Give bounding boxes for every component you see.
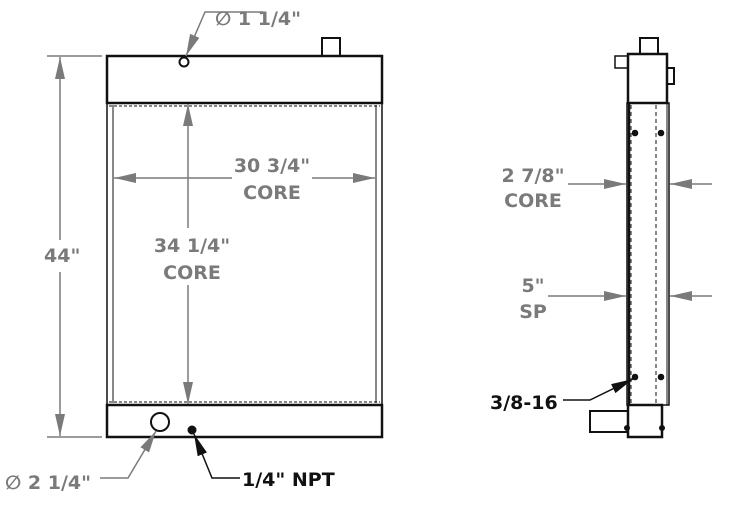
drain-label: 1/4" NPT: [242, 469, 335, 491]
front-radiator: [105, 37, 384, 439]
side-top-pipe: [614, 55, 629, 69]
side-bottom-tank: [626, 403, 664, 439]
side-filler-neck: [639, 37, 659, 55]
drain-plug: [187, 425, 197, 435]
core-depth-sub: CORE: [504, 190, 562, 212]
side-radiator: [589, 37, 675, 439]
core-depth-label: 2 7/8": [501, 165, 564, 187]
sp-label: 5": [521, 275, 544, 297]
core-width-sub: CORE: [243, 182, 301, 204]
side-bottom-pipe: [589, 410, 629, 433]
mount-label: 3/8-16: [490, 392, 558, 414]
drain-leader: [193, 433, 240, 479]
core-width-label: 30 3/4": [234, 155, 310, 177]
bottom-port-label: ∅ 2 1/4": [5, 472, 91, 494]
core-height-label: 34 1/4": [154, 235, 230, 257]
top-port: [178, 56, 190, 68]
top-port-label: ∅ 1 1/4": [215, 8, 301, 30]
filler-neck: [321, 37, 341, 57]
core: [106, 102, 383, 406]
mount-leader: [563, 378, 634, 401]
bottom-tank: [105, 403, 384, 439]
side-top-tank: [626, 52, 669, 105]
core-height-sub: CORE: [163, 262, 221, 284]
mount-hole: [631, 373, 639, 381]
side-core: [626, 102, 670, 406]
front-dimensions: [47, 11, 375, 479]
bottom-port: [150, 412, 170, 432]
top-tank: [105, 54, 384, 105]
sp-sub: SP: [519, 301, 547, 323]
height-label: 44": [44, 245, 80, 267]
side-dimensions: [548, 179, 712, 301]
